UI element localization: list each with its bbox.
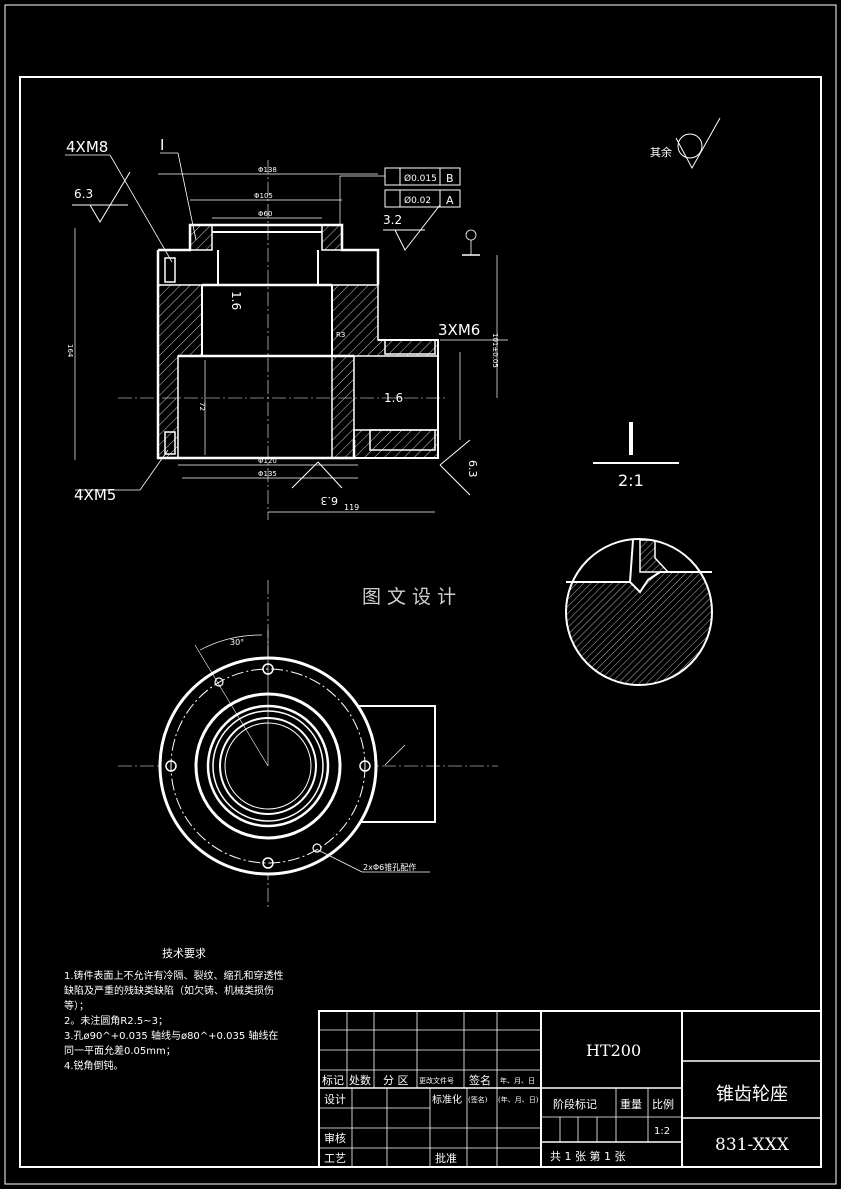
tolerance-coax: Ø0.02 [404, 195, 431, 206]
tech-item-3: 3.孔ø90^+0.035 轴线与ø80^+0.035 轴线在同一平面允差0.0… [64, 1031, 279, 1057]
roughness-32: 3.2 [383, 213, 402, 227]
tb-ratio: 比例 [652, 1097, 674, 1111]
dim-120: Φ120 [258, 457, 277, 465]
tb-part-name: 锥齿轮座 [716, 1084, 788, 1105]
dim-105: Φ105 [254, 192, 273, 200]
angle-30: 30° [230, 638, 244, 647]
thread-label-top: 4XM8 [66, 138, 108, 156]
section-labels: 4XM8 4XM5 3XM6 I 6.3 3.2 1.6 1.6 6.3 6.3… [66, 136, 499, 512]
bolt-hole [262, 857, 274, 869]
tech-requirements: 技术要求 1.铸件表面上不允许有冷隔、裂纹、缩孔和穿透性缺陷及严重的残缺类缺陷（… [64, 946, 284, 1074]
roughness-63-bottom: 6.3 [321, 494, 339, 507]
bolt-hole [165, 760, 177, 772]
top-view [118, 580, 498, 910]
surface-other-symbol [675, 117, 721, 170]
tb-design: 设计 [324, 1093, 346, 1106]
dim-r3: R3 [336, 331, 345, 339]
roughness-16a: 1.6 [229, 291, 243, 310]
tb-drawing-no: 831-XXX [715, 1135, 790, 1155]
tb-hdr-date: 年、月、日 [500, 1076, 535, 1085]
tech-item-2: 2。未注圆角R2.5~3； [64, 1016, 168, 1027]
section-view [65, 152, 508, 520]
bolt-hole [214, 677, 224, 687]
tb-material: HT200 [586, 1041, 641, 1060]
tb-date2: (年、月、日) [498, 1095, 539, 1104]
outer-border [4, 4, 837, 1185]
dim-164: 164 [66, 344, 74, 358]
title-block [318, 1010, 822, 1168]
tb-hdr-sign: 签名 [469, 1073, 491, 1087]
dim-119: 119 [344, 503, 359, 512]
tb-hdr-doc: 更改文件号 [419, 1076, 454, 1085]
hole-note: 2xΦ6锥孔配作 [363, 862, 416, 872]
tech-item-4: 4.锐角倒钝。 [64, 1061, 124, 1072]
top-flange-right [321, 224, 343, 251]
tb-review: 审核 [324, 1131, 346, 1145]
dim-138: Φ138 [258, 166, 277, 174]
tolerance-flatness: Ø0.015 [404, 173, 437, 184]
right-lower-hatch [353, 429, 439, 459]
dim-135: Φ135 [258, 470, 277, 478]
tech-item-1: 1.铸件表面上不允许有冷隔、裂纹、缩孔和穿透性缺陷及严重的残缺类缺陷（如欠铸、机… [64, 971, 284, 1012]
detail-view: 2:1 [565, 422, 713, 686]
roughness-16b: 1.6 [384, 391, 403, 405]
tech-title: 技术要求 [162, 947, 206, 960]
surface-other-label: 其余 [650, 145, 672, 159]
tb-weight: 重量 [620, 1097, 642, 1111]
tb-approve: 批准 [435, 1151, 457, 1165]
bolt-hole [359, 760, 371, 772]
tb-process: 工艺 [324, 1152, 346, 1165]
tolerance-flatness-ref: B [446, 172, 454, 185]
tb-sign2: (签名) [468, 1095, 488, 1104]
tb-standard: 标准化 [432, 1093, 462, 1106]
section-mark-label: I [160, 136, 164, 154]
dim-72: 72 [198, 402, 206, 411]
tb-hdr-mark: 标记 [322, 1073, 344, 1087]
thread-label-side: 3XM6 [438, 321, 480, 339]
tolerance-coax-ref: A [446, 194, 454, 207]
thread-label-bottom: 4XM5 [74, 486, 116, 504]
bolt-hole [312, 843, 322, 853]
detail-scale: 2:1 [618, 471, 644, 490]
dim-60: Φ60 [258, 210, 272, 218]
tb-hdr-zone: 分 区 [383, 1074, 409, 1087]
title-block-text: HT200 锥齿轮座 831-XXX 标记 处数 分 区 更改文件号 签名 年、… [322, 1041, 790, 1165]
tb-sheets: 共 1 张 第 1 张 [550, 1149, 625, 1163]
dim-101: 101±0.05 [491, 333, 499, 368]
tb-stage: 阶段标记 [553, 1097, 597, 1111]
roughness-63-left: 6.3 [74, 187, 93, 201]
tb-hdr-count: 处数 [349, 1074, 371, 1087]
watermark: 图文设计 [362, 586, 462, 608]
roughness-63-right: 6.3 [466, 460, 479, 478]
tb-ratio-val: 1:2 [654, 1126, 670, 1137]
